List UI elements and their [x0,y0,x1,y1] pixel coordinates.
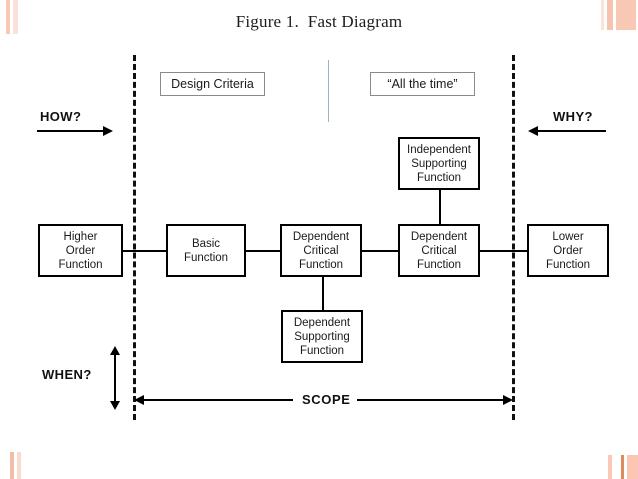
page-title: Figure 1. Fast Diagram [235,12,403,31]
criteria-divider [328,60,329,122]
function-box-line-3: Function [416,258,462,271]
scope-arrow-shaft-left [143,399,293,401]
function-box-line-3: Function [416,171,462,184]
connector-basic-to-dc1 [240,250,300,252]
function-box-line-2: Function [183,251,229,264]
direction-label-when: WHEN? [42,367,92,382]
function-box-line-2: Supporting [411,157,467,170]
criteria-box-all-the-time: “All the time” [370,72,475,96]
when-arrow-head-down-icon [110,401,120,410]
criteria-label: Design Criteria [171,77,254,91]
when-arrow-head-up-icon [110,346,120,355]
how-arrow-head-icon [103,126,113,136]
function-box-line-1: Dependent [410,230,468,243]
function-box-dependent-supporting: Dependent Supporting Function [281,310,363,363]
corner-decoration-top-right [601,0,636,30]
connector-dependent-supporting [322,270,324,312]
connector-independent-supporting [439,190,441,230]
function-box-line-1: Higher [63,230,98,243]
why-arrow-head-icon [528,126,538,136]
connector-dc2-to-lower [472,250,532,252]
criteria-label: “All the time” [387,77,458,91]
connector-dc1-to-dc2 [356,250,416,252]
direction-label-why: WHY? [553,109,593,124]
scope-boundary-right [512,55,515,420]
corner-decoration-top-left [6,0,18,34]
direction-label-how: HOW? [40,109,82,124]
connector-higher-to-basic [120,250,180,252]
when-arrow-shaft [114,354,116,403]
why-arrow-shaft [538,130,606,132]
function-box-line-3: Function [299,344,345,357]
function-box-line-3: Function [58,258,103,271]
scope-arrow-head-right-icon [503,395,513,405]
function-box-line-2: Order [553,244,583,257]
function-box-line-1: Dependent [293,316,351,329]
function-box-line-2: Critical [421,244,457,257]
function-box-dependent-critical-2: Dependent Critical Function [398,224,480,277]
function-box-line-3: Function [298,258,344,271]
scope-arrow-shaft-right [352,399,504,401]
function-box-dependent-critical-1: Dependent Critical Function [280,224,362,277]
corner-decoration-bottom-left [10,452,21,479]
function-box-higher-order: Higher Order Function [38,224,123,277]
function-box-line-1: Independent [407,143,471,156]
function-box-independent-supporting: Independent Supporting Function [398,137,480,190]
function-box-basic-function: Basic Function [166,224,246,277]
function-box-line-2: Critical [303,244,339,257]
criteria-box-design-criteria: Design Criteria [160,72,265,96]
function-box-line-1: Lower [552,230,584,243]
scope-boundary-left [133,55,136,420]
function-box-line-1: Dependent [292,230,350,243]
how-arrow-shaft [37,130,105,132]
function-box-line-1: Basic [191,237,221,250]
function-box-line-3: Function [545,258,591,271]
scope-arrow-head-left-icon [134,395,144,405]
function-box-line-2: Order [65,244,96,257]
corner-decoration-bottom-right [608,455,638,479]
function-box-line-2: Supporting [294,330,350,343]
function-box-lower-order: Lower Order Function [527,224,609,277]
scope-label: SCOPE [296,392,357,407]
